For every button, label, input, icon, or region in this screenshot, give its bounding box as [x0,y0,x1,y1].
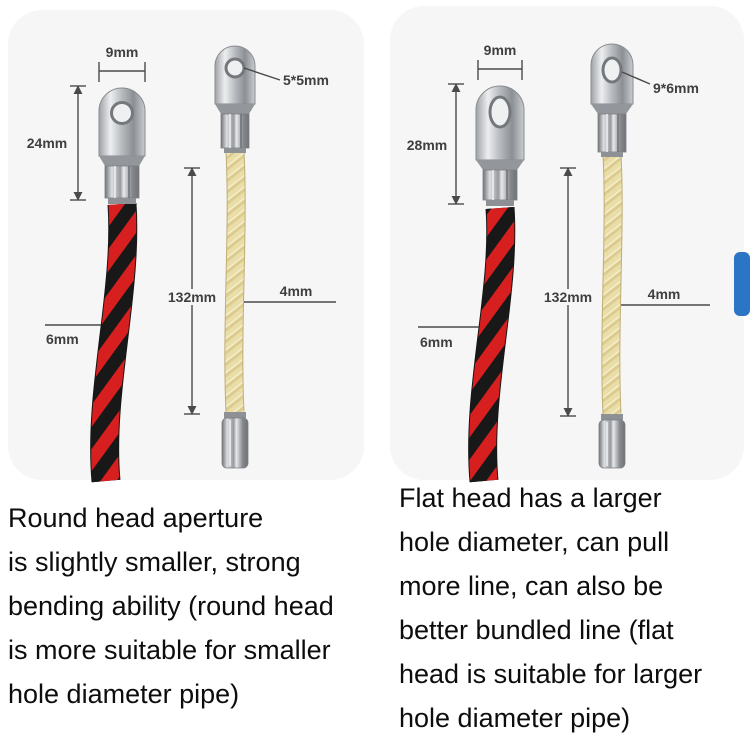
caption-line: is more suitable for smaller [8,635,331,665]
dim-label-head-height-left: 24mm [26,135,68,151]
dim-label-cable-diameter-right: 6mm [420,334,453,350]
dim-label-head-width-left: 9mm [105,44,139,60]
caption-line: is slightly smaller, strong [8,547,301,577]
caption-line: Flat head has a larger [399,483,662,513]
dim-label-cable-length-right: 132mm [539,289,597,306]
round-head-cable [90,87,146,483]
caption-line: more line, can also be [399,571,664,601]
caption-line: head is suitable for larger [399,659,703,689]
caption-line: bending ability (round head [8,591,334,621]
dim-label-head-width-right: 9mm [483,42,517,58]
dim-label-hole-size-right: 9*6mm [653,80,699,96]
dimension-lines-right [418,60,710,417]
guide-rope-right [590,43,634,469]
flat-head-cable [468,85,525,483]
caption-line: hole diameter, can pull [399,527,670,557]
caption-line: hole diameter pipe) [399,703,631,733]
dim-label-hole-size-left: 5*5mm [283,72,329,88]
dim-label-cable-diameter-left: 6mm [46,331,79,347]
round-head-caption: Round head aperture is slightly smaller,… [8,496,334,716]
dimension-lines-left [45,62,336,415]
round-head-panel [8,10,364,480]
caption-line: hole diameter pipe) [8,679,240,709]
dim-label-cable-length-left: 132mm [163,289,221,306]
dim-label-head-height-right: 28mm [406,137,448,153]
caption-line: better bundled line (flat [399,615,674,645]
dim-label-rope-diameter-right: 4mm [647,286,681,302]
blue-edge-accent [734,252,750,316]
caption-line: Round head aperture [8,503,264,533]
guide-rope-left [214,45,256,469]
flat-head-caption: Flat head has a larger hole diameter, ca… [399,476,702,740]
dim-label-rope-diameter-left: 4mm [279,283,313,299]
